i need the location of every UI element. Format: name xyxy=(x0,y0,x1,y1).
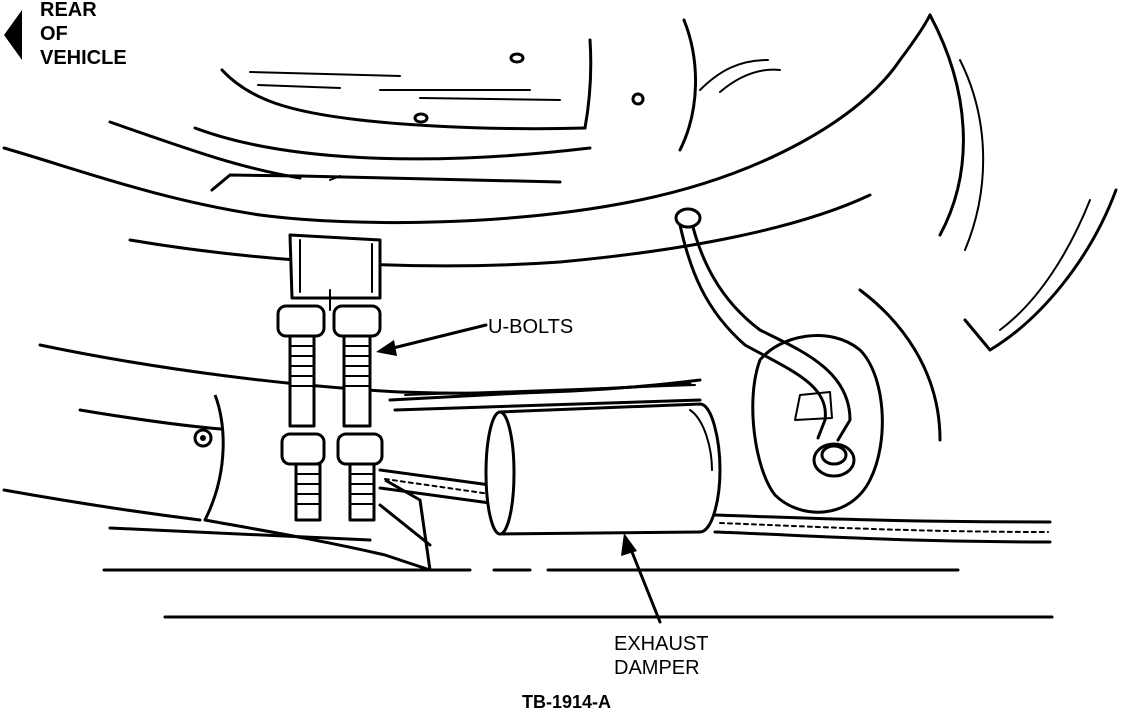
callout-arrowhead-icon xyxy=(376,340,397,356)
u-bolts-label: U-BOLTS xyxy=(488,316,573,338)
u-bolt-right xyxy=(332,304,384,522)
direction-label-line3: VEHICLE xyxy=(40,47,127,69)
figure-id: TB-1914-A xyxy=(522,692,611,712)
pan-fastener xyxy=(509,52,525,64)
exhaust-damper-label-line1: EXHAUST xyxy=(614,633,708,655)
exhaust-damper xyxy=(484,402,722,536)
exhaust-damper-callout: EXHAUST DAMPER xyxy=(614,533,708,679)
direction-label-line2: OF xyxy=(40,23,68,45)
direction-label-line1: REAR xyxy=(40,0,97,21)
rubber-insulator xyxy=(751,334,884,514)
vehicle-floor-pan xyxy=(2,13,1118,522)
u-bolt-clamp xyxy=(276,233,384,522)
flex-pipe xyxy=(378,468,1052,544)
u-bolts-callout: U-BOLTS xyxy=(376,316,573,356)
exhaust-pipe xyxy=(388,382,702,412)
pan-fastener xyxy=(631,92,645,106)
exhaust-damper-label-line2: DAMPER xyxy=(614,657,700,679)
callout-arrowhead-icon xyxy=(621,533,637,556)
rear-of-vehicle-indicator: REAR OF VEHICLE xyxy=(4,0,127,69)
left-arrow-icon xyxy=(4,10,22,60)
pan-fastener xyxy=(413,112,429,124)
u-bolt-left xyxy=(276,304,326,522)
ground-lines xyxy=(102,568,1054,619)
hanger-rod xyxy=(674,207,852,442)
